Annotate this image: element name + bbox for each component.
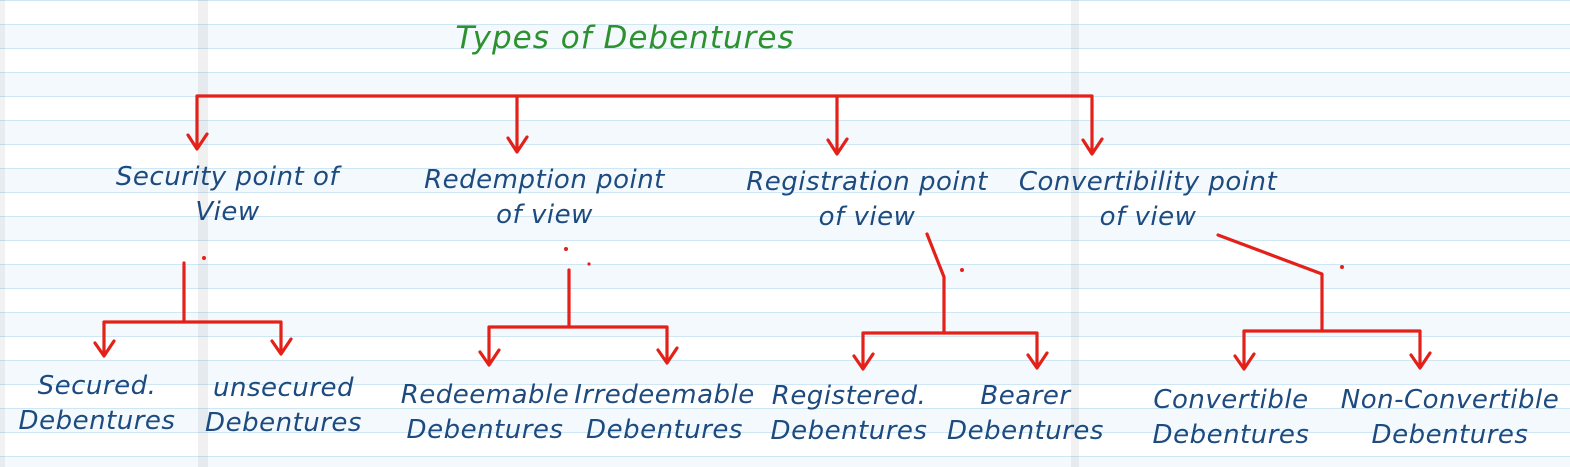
arrowhead bbox=[1081, 137, 1104, 156]
arrowhead bbox=[1409, 351, 1432, 370]
arrowhead bbox=[478, 348, 501, 367]
arrowhead bbox=[270, 337, 293, 356]
ink-dot bbox=[202, 256, 206, 260]
ink-dot bbox=[1340, 265, 1344, 269]
branch-label-redemption: Redemption point of view bbox=[424, 165, 665, 231]
leaf-redeemable-debentures: Redeemable Debentures bbox=[400, 380, 570, 446]
leaf-secured-debentures: Secured. Debentures bbox=[18, 371, 176, 437]
branch-label-registration: Registration point of view bbox=[746, 167, 988, 233]
branch1-rail bbox=[102, 320, 283, 356]
diagram-title: Types of Debentures bbox=[455, 20, 795, 56]
branch3-rail bbox=[861, 331, 1039, 369]
leaf-unsecured-debentures: unsecured Debentures bbox=[205, 373, 362, 439]
leaf-bearer-debentures: Bearer Debentures bbox=[947, 381, 1104, 447]
arrowhead bbox=[656, 346, 679, 365]
leaf-registered-debentures: Registered. Debentures bbox=[770, 381, 928, 447]
arrowhead bbox=[93, 339, 116, 358]
leaf-irredeemable-debentures: Irredeemable Debentures bbox=[574, 380, 755, 446]
arrowhead bbox=[826, 137, 849, 156]
leaf-convertible-debentures: Convertible Debentures bbox=[1152, 385, 1310, 451]
branch3-stem bbox=[925, 232, 946, 335]
top-rail bbox=[195, 94, 1094, 152]
leaf-non-convertible-debentures: Non-Convertible Debentures bbox=[1340, 385, 1560, 451]
branch2-rail bbox=[487, 325, 669, 365]
arrowhead bbox=[1233, 352, 1256, 371]
ink-dot bbox=[587, 262, 591, 266]
arrowhead bbox=[1026, 351, 1049, 370]
branch-label-convertibility: Convertibility point of view bbox=[1018, 167, 1278, 233]
branch4-rail bbox=[1242, 329, 1422, 369]
branch-label-security: Security point of View bbox=[115, 162, 340, 228]
arrowhead bbox=[852, 352, 875, 371]
branch4-stem bbox=[1216, 233, 1324, 333]
arrowhead bbox=[186, 132, 209, 151]
ink-dot bbox=[960, 268, 964, 272]
arrowhead bbox=[506, 135, 529, 154]
ink-dot bbox=[564, 247, 568, 251]
